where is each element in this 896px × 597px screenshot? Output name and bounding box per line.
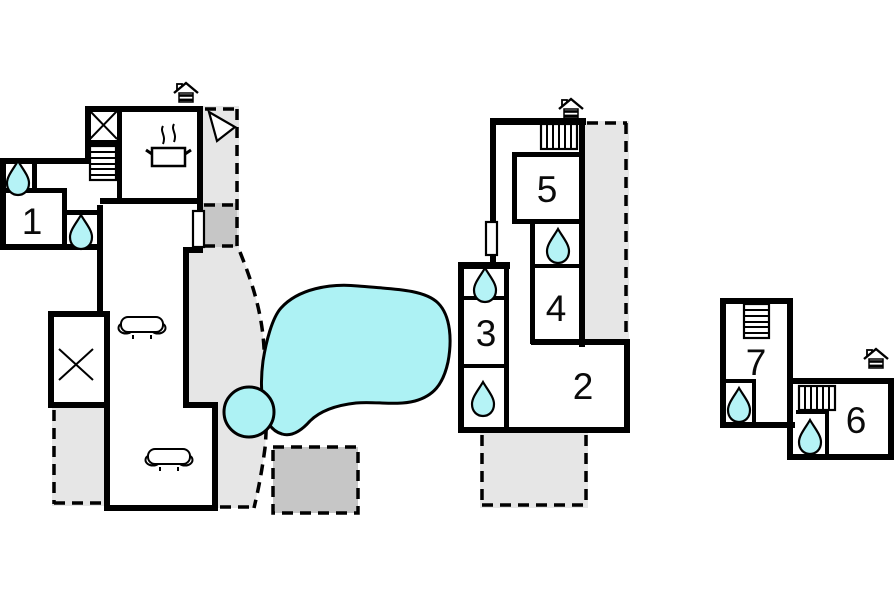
building-annex: 5 4 3 2 (458, 97, 630, 508)
terrace-pool-area (189, 250, 267, 508)
entrance-house-icon (862, 347, 890, 370)
stairs-icon (797, 384, 837, 412)
room-5-label: 5 (537, 169, 558, 210)
hot-tub (222, 385, 276, 439)
entrance-house-icon (172, 81, 200, 104)
stove-icon (145, 123, 192, 168)
terrace-front (480, 433, 588, 508)
terrace-side (585, 121, 629, 341)
room-3-label: 3 (476, 313, 497, 354)
bath-drop-icon (545, 227, 571, 265)
cross-box-icon (89, 110, 118, 140)
patio-square (273, 447, 358, 513)
stairs-icon (742, 302, 771, 340)
room-1-label: 1 (22, 201, 43, 242)
door (191, 209, 206, 249)
bath-drop-icon (5, 159, 31, 197)
room-7-label: 7 (746, 342, 767, 383)
patio-dashed-edge (271, 445, 360, 515)
terrace-back (52, 408, 108, 506)
room-4-label: 4 (546, 288, 567, 329)
walls-main (0, 106, 218, 511)
direction-arrow-icon (207, 109, 237, 143)
bath-drop-icon (797, 418, 823, 456)
building-main: 1 (0, 81, 360, 515)
bath-drop-icon (472, 266, 498, 304)
bath-drop-icon (726, 386, 752, 424)
bath-drop-icon (68, 213, 94, 251)
sofa-icon (117, 316, 167, 340)
bath-drop-icon (470, 380, 496, 418)
entrance-house-icon (557, 97, 585, 120)
cross-box-icon (58, 348, 94, 381)
stairs-icon (539, 122, 579, 151)
sofa-icon (144, 448, 194, 472)
pool-area (222, 283, 452, 439)
patio-door-mat (203, 203, 237, 247)
swimming-pool (260, 283, 452, 437)
room-6-label: 6 (846, 400, 867, 441)
walls-guest-house (720, 298, 894, 460)
door (484, 220, 499, 257)
room-2-label: 2 (573, 366, 594, 407)
building-guest-house: 7 6 (720, 298, 894, 460)
stairs-icon (88, 144, 118, 182)
